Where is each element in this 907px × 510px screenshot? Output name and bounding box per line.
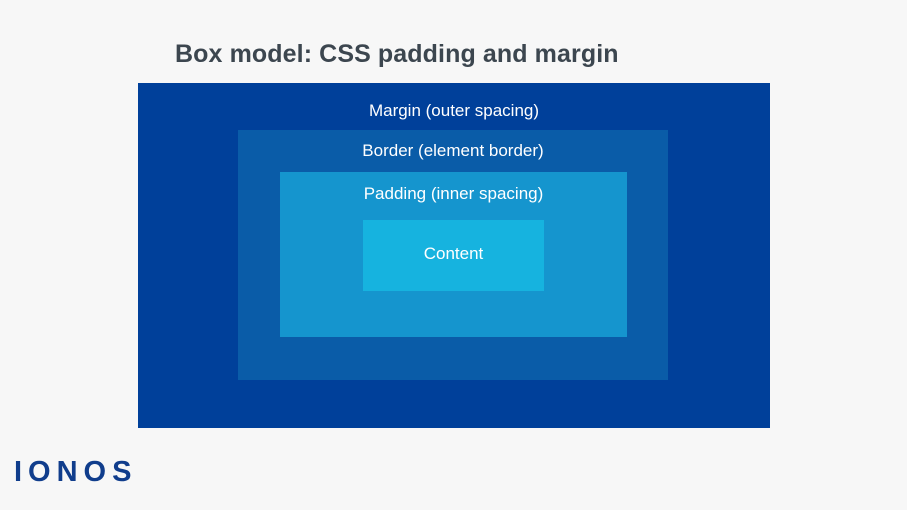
ionos-logo: IONOS	[14, 456, 138, 488]
box-label-padding: Padding (inner spacing)	[363, 184, 544, 203]
box-layer-content: Content	[363, 220, 544, 291]
box-layer-margin: Margin (outer spacing) Border (element b…	[138, 83, 770, 428]
box-label-border: Border (element border)	[362, 141, 544, 160]
box-layer-padding: Padding (inner spacing) Content	[280, 172, 627, 337]
box-label-margin: Margin (outer spacing)	[368, 101, 540, 120]
box-label-content: Content	[423, 244, 484, 263]
page-title: Box model: CSS padding and margin	[175, 40, 619, 68]
box-layer-border: Border (element border) Padding (inner s…	[238, 130, 668, 380]
